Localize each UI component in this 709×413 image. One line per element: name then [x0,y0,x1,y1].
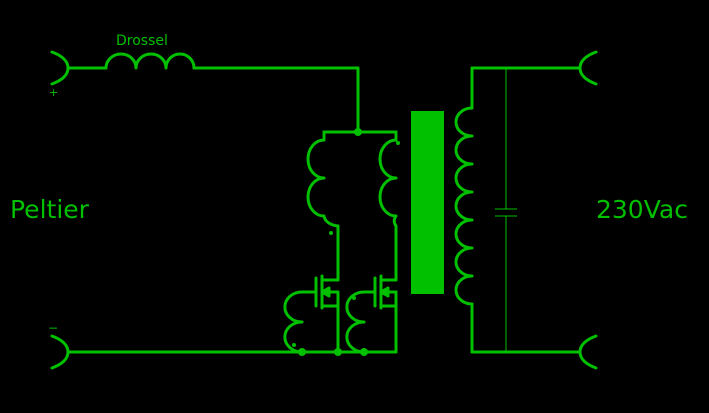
output-terminal-bottom [578,334,598,370]
polarity-dot-primary-b [396,141,400,145]
drossel-label: Drossel [116,33,168,49]
polarity-dot-gate-2 [352,296,356,300]
primary-winding-b [378,138,398,228]
polarity-dot-primary-a [329,231,333,235]
secondary-winding [454,106,474,306]
input-terminal-plus [50,50,70,86]
output-terminal-top [578,50,598,86]
plus-label: + [49,86,58,99]
mosfet-2 [373,274,398,354]
gate-winding-2 [345,290,377,354]
input-terminal-minus [50,334,70,370]
junction-center-tap [354,128,362,136]
polarity-dot-gate-1 [292,343,296,347]
gate-winding-1 [283,290,318,354]
junction-mosfet-1-source [334,348,342,356]
primary-winding-a [306,138,340,228]
peltier-label: Peltier [10,195,90,224]
junction-gate-2 [360,348,368,356]
capacitor [495,68,517,352]
drossel-inductor [104,52,196,70]
transformer-core [411,111,444,294]
mosfet-1 [314,274,340,354]
junction-gate-1 [298,348,306,356]
minus-label: − [48,321,58,335]
voltage-label: 230Vac [596,195,688,224]
